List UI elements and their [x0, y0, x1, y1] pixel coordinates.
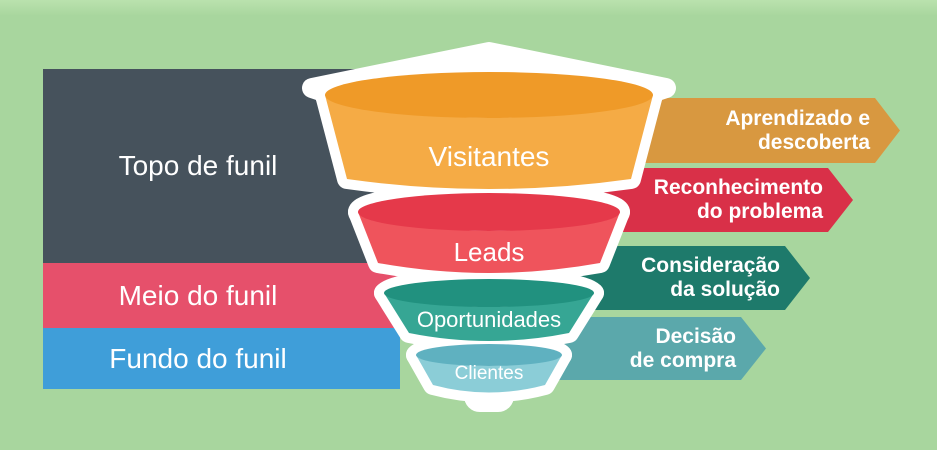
funnel-level-leads [358, 193, 620, 273]
stage-bar-label: Topo de funil [118, 150, 278, 181]
funnel-label-oportunidades: Oportunidades [416, 307, 562, 332]
stage-bar-label: Meio do funil [118, 279, 278, 311]
journey-arrow-label: Reconhecimento do problema [653, 176, 823, 223]
journey-arrow-label: Consideração da solução [641, 254, 780, 301]
funnel-level-oportunidades [384, 279, 594, 341]
stage-bar-bottom-of-funnel: Fundo do funil [43, 328, 400, 389]
funnel-level-clientes [416, 344, 562, 393]
stage-bar-middle-of-funnel: Meio do funil [43, 263, 400, 328]
funnel-label-leads: Leads [453, 237, 525, 267]
funnel-label-visitantes: Visitantes [428, 141, 550, 172]
journey-arrow-label: Aprendizado e descoberta [725, 106, 870, 154]
journey-arrow-label: Decisão de compra [629, 324, 736, 372]
stage-bar-label: Fundo do funil [109, 342, 287, 374]
funnel-label-clientes: Clientes [454, 363, 524, 384]
funnel-level-visitantes [325, 72, 653, 189]
